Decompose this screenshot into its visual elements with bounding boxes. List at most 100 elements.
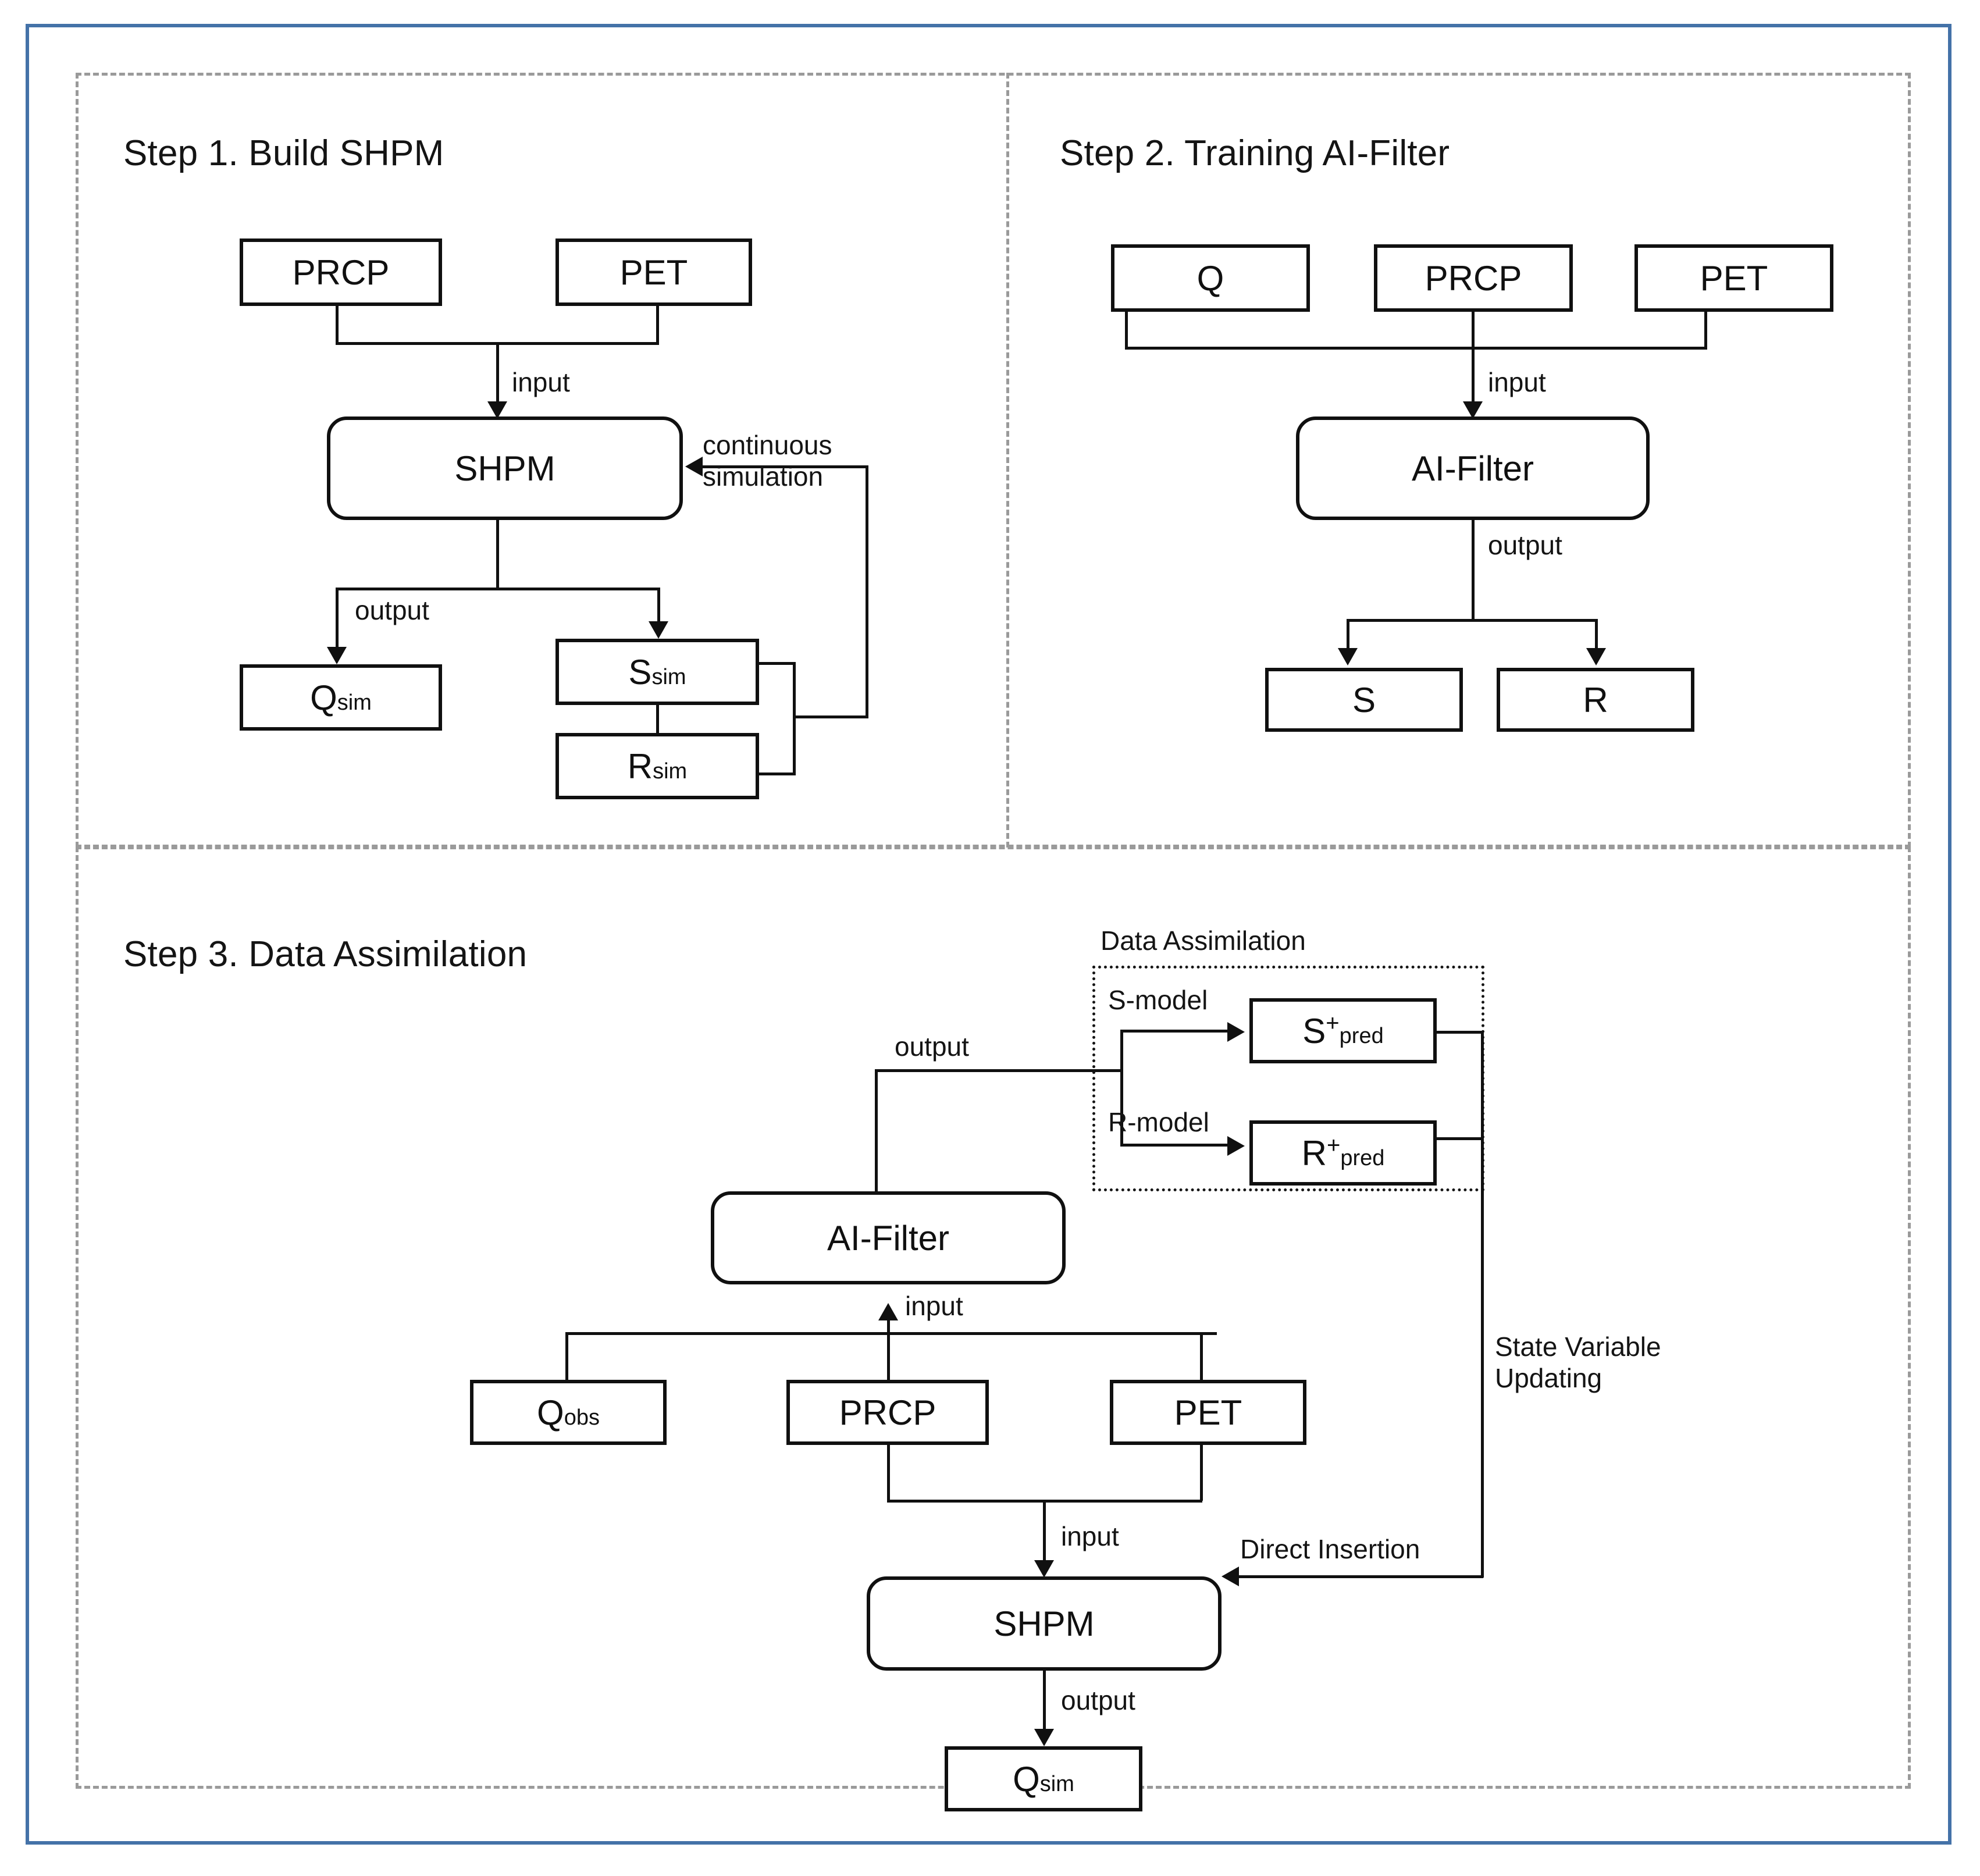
step1-edge-pet-down: [656, 306, 659, 343]
step3-edge-input-to-shpm: [1043, 1500, 1046, 1565]
step2-pet-label: PET: [1700, 258, 1768, 298]
panel-vertical-divider: [1006, 73, 1009, 848]
step1-node-rsim[interactable]: Rsim: [555, 733, 759, 799]
step1-edge-ssim-right: [756, 662, 796, 665]
step1-ssim-label: Ssim: [628, 652, 686, 692]
step1-edge-input-to-shpm: [496, 342, 499, 406]
step3-edge-prcp-down: [887, 1445, 890, 1501]
step2-edge-to-r: [1595, 619, 1598, 653]
step1-arrowhead-input-shpm: [487, 401, 507, 419]
step2-r-label: R: [1583, 680, 1608, 720]
step1-edge-feedback-to-shpm: [701, 465, 868, 468]
step1-feedback-line1: continuous: [703, 430, 832, 460]
step1-node-pet[interactable]: PET: [555, 238, 752, 306]
step-2-title: Step 2. Training AI-Filter: [1060, 133, 1450, 173]
step3-qsim-label: Qsim: [1013, 1759, 1074, 1799]
step2-label-input: input: [1488, 367, 1546, 397]
step-1-title: Step 1. Build SHPM: [123, 133, 444, 173]
step1-arrowhead-qsim: [327, 647, 347, 664]
step3-arrowhead-direct-insertion: [1222, 1567, 1239, 1586]
step3-arrowhead-s-pred: [1227, 1022, 1245, 1042]
step3-edge-pred-bus: [1481, 1031, 1484, 1578]
step2-edge-merge-bar: [1125, 347, 1707, 350]
step3-pet-label: PET: [1174, 1393, 1242, 1432]
step1-edge-out-bar: [336, 588, 660, 590]
step-3-title: Step 3. Data Assimilation: [123, 934, 528, 974]
step3-node-qsim[interactable]: Qsim: [945, 1746, 1142, 1811]
step2-edge-to-s: [1347, 619, 1349, 653]
step3-label-state-update: State Variable Updating: [1495, 1331, 1716, 1394]
step1-node-shpm[interactable]: SHPM: [327, 417, 683, 520]
step1-edge-feedback-riser: [866, 465, 868, 718]
step3-node-r-pred[interactable]: R+pred: [1249, 1120, 1437, 1186]
step3-edge-prcp-up: [887, 1332, 890, 1381]
step3-edge-da-split: [1120, 1030, 1123, 1146]
step3-edge-s-pred-right: [1436, 1031, 1483, 1034]
step1-node-prcp[interactable]: PRCP: [240, 238, 442, 306]
step1-edge-to-ssim: [657, 588, 660, 626]
step2-arrowhead-input-filter: [1463, 401, 1483, 419]
step2-edge-split-bar: [1347, 619, 1598, 622]
step1-qsim-label: Qsim: [310, 678, 372, 717]
step3-edge-r-pred-right: [1436, 1137, 1483, 1140]
step3-state-update-line2: Updating: [1495, 1363, 1602, 1394]
step1-label-output: output: [355, 595, 429, 625]
step3-node-s-pred[interactable]: S+pred: [1249, 998, 1437, 1063]
step1-edge-ssim-rsim: [656, 705, 659, 735]
step3-node-shpm[interactable]: SHPM: [867, 1576, 1222, 1671]
step1-label-feedback: continuous simulation: [703, 429, 900, 493]
step2-label-output: output: [1488, 530, 1562, 560]
step3-node-ai-filter[interactable]: AI-Filter: [711, 1191, 1066, 1284]
step3-label-r-model: R-model: [1108, 1107, 1209, 1137]
step3-edge-pet-down: [1200, 1445, 1203, 1501]
step3-shpm-label: SHPM: [993, 1604, 1095, 1643]
step3-label-output-top: output: [895, 1031, 969, 1062]
step3-s-pred-label: S+pred: [1302, 1010, 1384, 1051]
step3-node-qobs[interactable]: Qobs: [470, 1380, 667, 1445]
step3-label-output-bottom: output: [1061, 1685, 1135, 1715]
step2-edge-filter-down: [1472, 520, 1475, 621]
step1-node-qsim[interactable]: Qsim: [240, 664, 442, 731]
step3-label-input-shpm: input: [1061, 1521, 1119, 1551]
step1-pet-label: PET: [619, 252, 688, 292]
step3-label-input-filter: input: [905, 1291, 963, 1321]
step2-edge-q-down: [1125, 312, 1128, 348]
step2-node-q[interactable]: Q: [1111, 244, 1310, 312]
step2-edge-prcp-down: [1472, 312, 1475, 406]
step2-node-prcp[interactable]: PRCP: [1374, 244, 1573, 312]
step3-arrowhead-input-shpm: [1034, 1560, 1054, 1578]
step3-label-direct-insertion: Direct Insertion: [1240, 1534, 1420, 1564]
step2-arrowhead-r: [1586, 648, 1606, 665]
step3-node-pet[interactable]: PET: [1110, 1380, 1306, 1445]
step2-s-label: S: [1352, 680, 1376, 720]
step1-edge-prcp-down: [336, 306, 339, 343]
step1-arrowhead-feedback: [685, 457, 703, 476]
step3-node-prcp[interactable]: PRCP: [786, 1380, 989, 1445]
step1-prcp-label: PRCP: [292, 252, 390, 292]
step3-ai-filter-label: AI-Filter: [827, 1218, 949, 1258]
step1-rsim-label: Rsim: [627, 746, 688, 786]
panel-steps-1-2: [76, 73, 1911, 848]
step2-node-pet[interactable]: PET: [1634, 244, 1833, 312]
step3-arrowhead-input-filter: [878, 1303, 898, 1320]
step2-node-s[interactable]: S: [1265, 668, 1463, 732]
step2-node-r[interactable]: R: [1497, 668, 1694, 732]
step3-state-update-line1: State Variable: [1495, 1332, 1661, 1362]
step3-edge-pet-up: [1200, 1332, 1203, 1382]
step1-edge-shpm-down: [496, 520, 499, 590]
step2-ai-filter-label: AI-Filter: [1412, 448, 1534, 488]
step1-edge-rsim-right: [756, 773, 796, 775]
step3-edge-shpm-out: [1043, 1671, 1046, 1733]
outer-frame: [26, 24, 1951, 1845]
step3-label-s-model: S-model: [1108, 985, 1208, 1015]
step2-prcp-label: PRCP: [1425, 258, 1522, 298]
step3-da-group-caption: Data Assimilation: [1101, 925, 1306, 956]
step3-edge-to-s-pred: [1120, 1030, 1231, 1033]
step1-feedback-line2: simulation: [703, 461, 824, 492]
step1-edge-to-qsim: [336, 588, 339, 652]
step1-arrowhead-ssim: [649, 621, 668, 639]
step2-node-ai-filter[interactable]: AI-Filter: [1296, 417, 1650, 520]
step1-node-ssim[interactable]: Ssim: [555, 639, 759, 705]
step3-arrowhead-qsim: [1034, 1729, 1054, 1746]
